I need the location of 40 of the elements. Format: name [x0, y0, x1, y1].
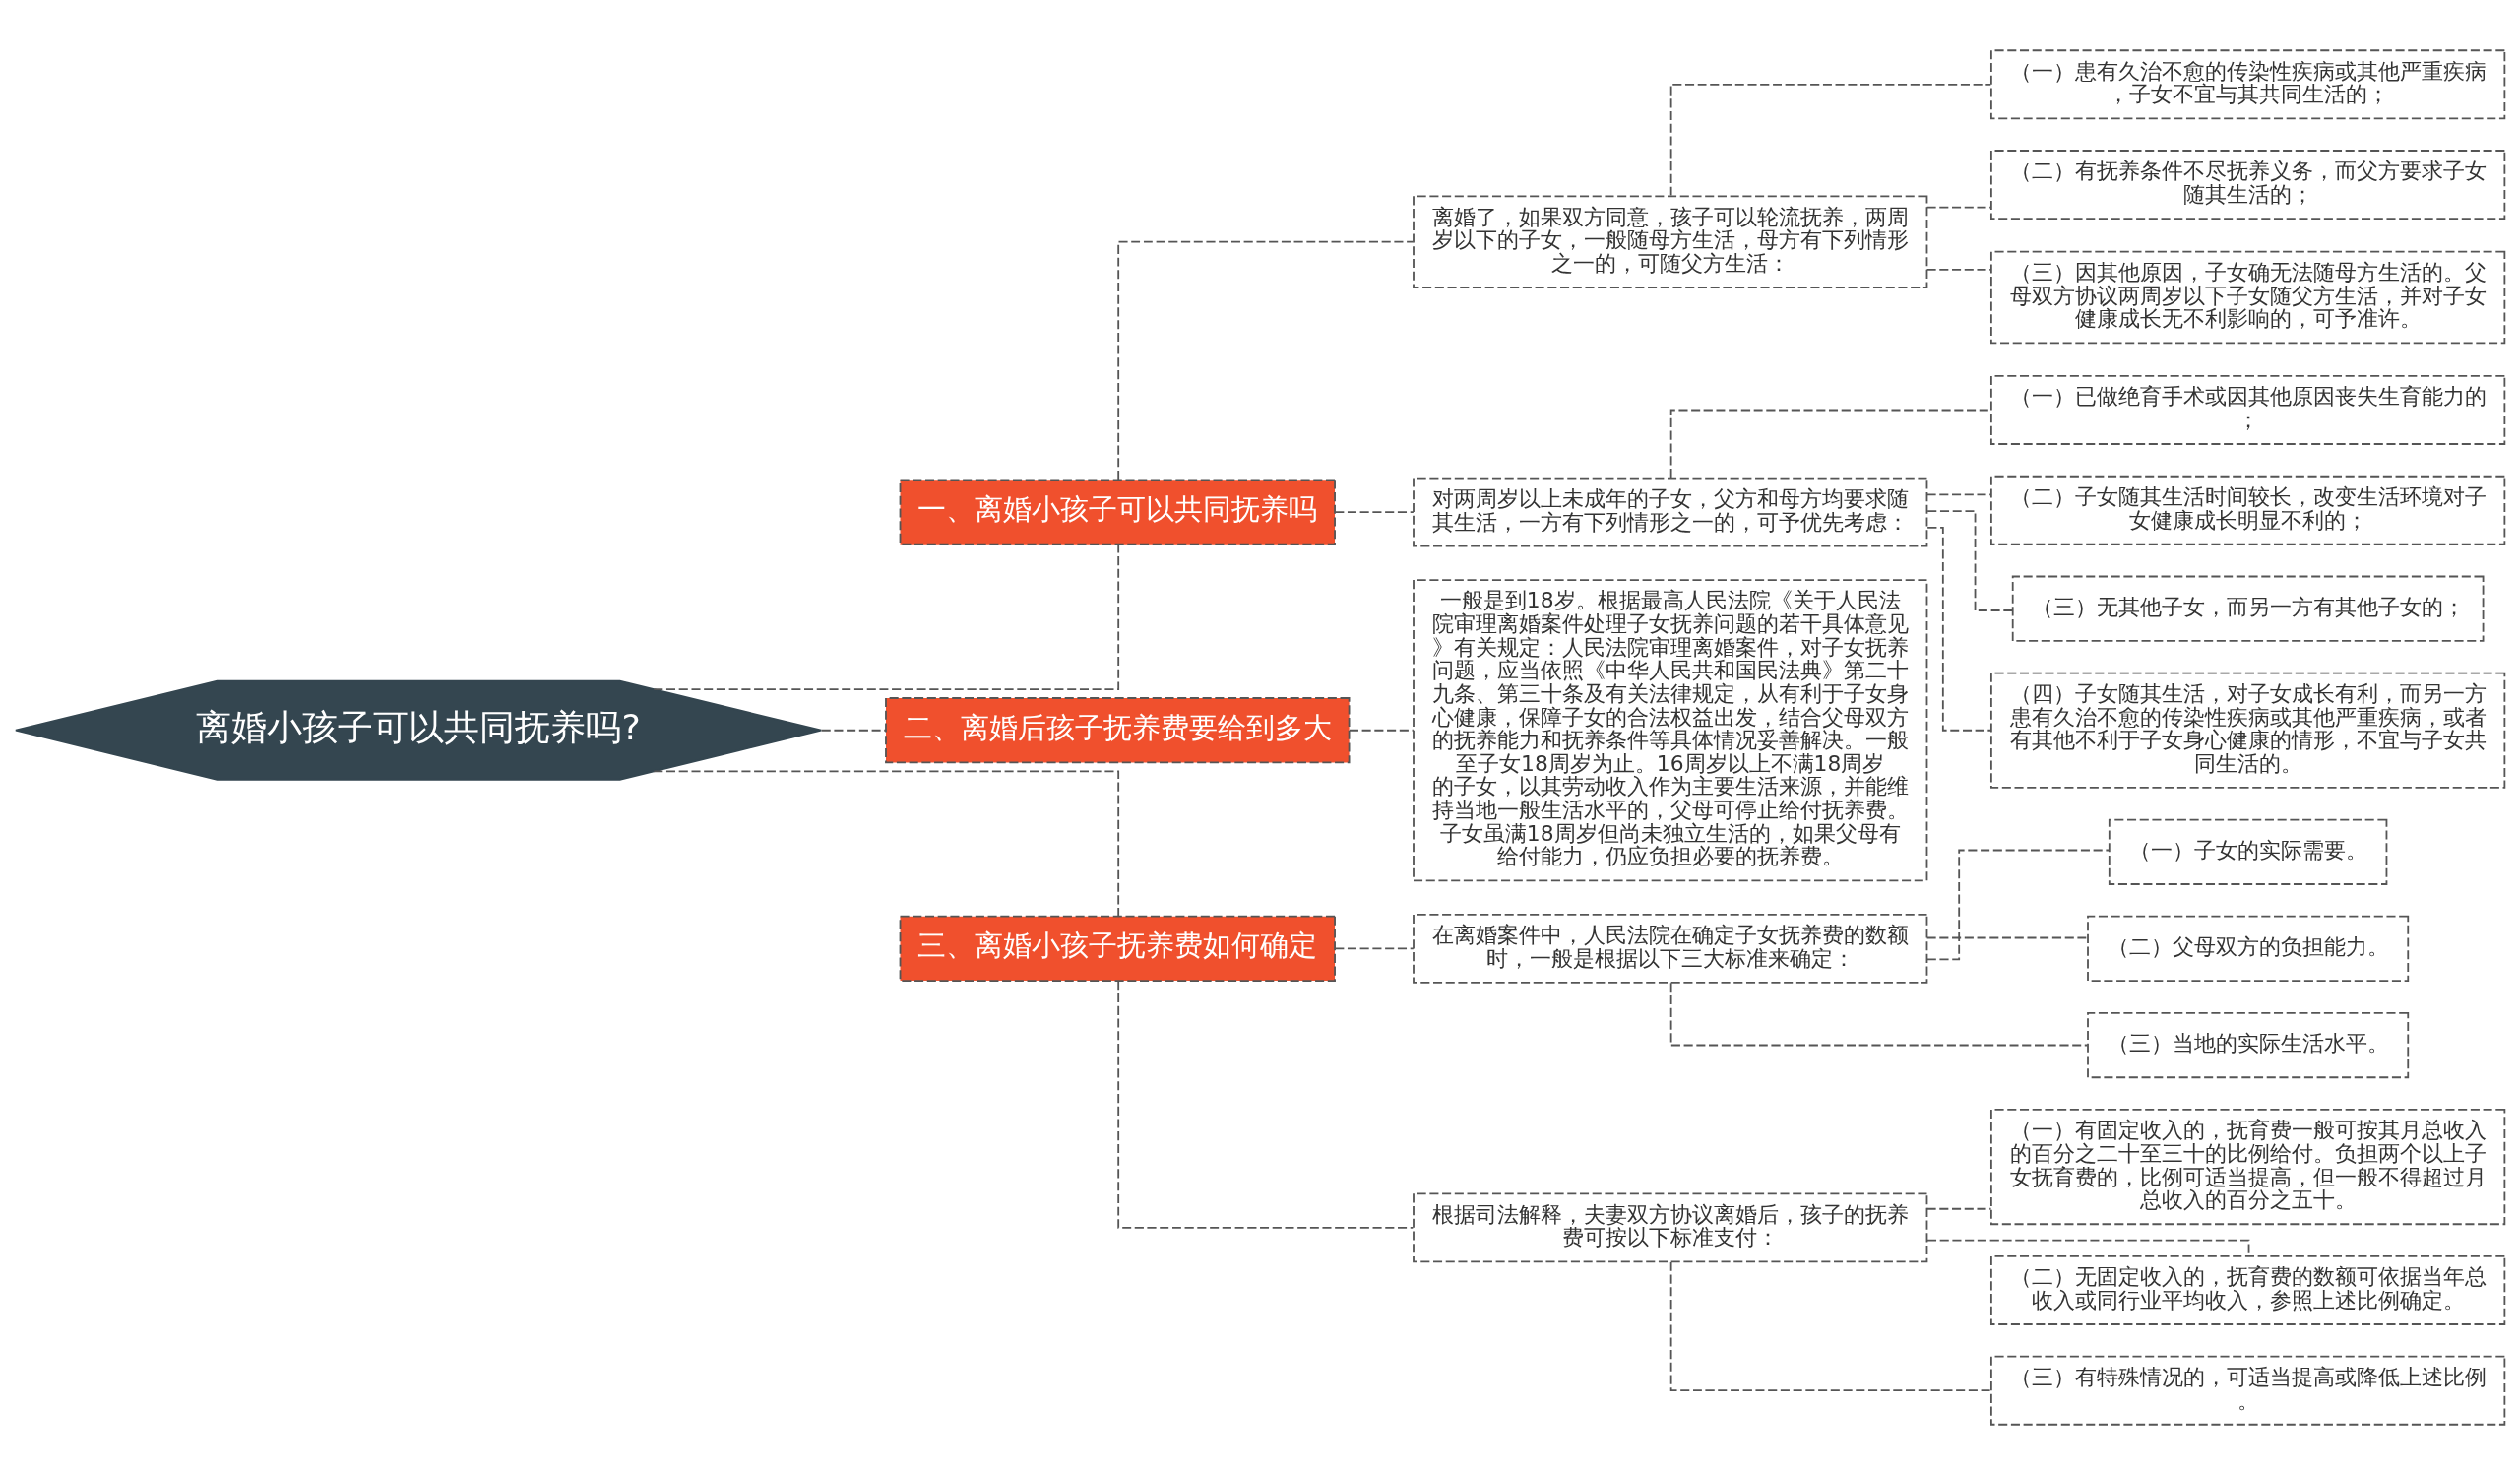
node-box: （三）有特殊情况的，可适当提高或降低上述比例。 — [1990, 1355, 2506, 1426]
connector — [1925, 268, 1992, 271]
node-box: （一）已做绝育手术或因其他原因丧失生育能力的； — [1990, 374, 2506, 445]
node-box: 一、离婚小孩子可以共同抚养吗 — [899, 478, 1336, 545]
node-box: （一）有固定收入的，抚育费一般可按其月总收入的百分之二十至三十的比例给付。负担两个以上子女抚育费的，比例可适当提高，但一般不得超过月总收入的百分之五十。 — [1990, 1108, 2506, 1225]
node-box: 对两周岁以上未成年的子女，父方和母方均要求随其生活，一方有下列情形之一的，可予优先考虑： — [1413, 477, 1928, 546]
connector — [1349, 729, 1415, 732]
node-box: （一）子女的实际需要。 — [2108, 818, 2388, 885]
connector — [1670, 1260, 1992, 1391]
node-box: （二）父母双方的负担能力。 — [2087, 915, 2410, 982]
connector — [653, 769, 1120, 917]
node-box: （二）有抚养条件不尽抚养义务，而父方要求子女随其生活的； — [1990, 149, 2506, 220]
node-box: （一）患有久治不愈的传染性疾病或其他严重疾病，子女不宜与其共同生活的； — [1990, 48, 2506, 119]
node-box: （四）子女随其生活，对子女成长有利，而另一方患有久治不愈的传染性疾病或其他严重疾病，或者有其他不利于子女身心健康的情形，不宜与子女共同生活的。 — [1990, 672, 2506, 789]
connector — [1117, 980, 1415, 1229]
node-box: 二、离婚后孩子抚养费要给到多大 — [885, 696, 1351, 763]
connector — [1670, 83, 1992, 196]
connector — [1925, 492, 1992, 495]
node-box: 在离婚案件中，人民法院在确定子女抚养费的数额时，一般是根据以下三大标准来确定： — [1413, 913, 1928, 984]
connector — [1925, 206, 1992, 209]
node-box: 离婚了，如果双方同意，孩子可以轮流抚养，两周岁以下的子女，一般随母方生活，母方有下列情形之一的，可随父方生活： — [1413, 194, 1928, 288]
connector — [1926, 526, 1992, 732]
node-box: 一般是到18岁。根据最高人民法院《关于人民法院审理离婚案件处理子女抚养问题的若干具体意见》有关规定：人民法院审理离婚案件，对子女抚养问题，应当依照《中华人民共和国民法典》第二十九条、第三十条及有关法律规定，从有利于子女身心健康，保障子女的合法权益出发，结合父母双方的抚养能力和抚养条件等具体情况妥善解决。一般至子女18周岁为止。16周岁以上不满18周岁的子女，以其劳动收入作为主要生活来源，并能维持当地一般生活水平的，父母可停止给付抚养费。子女虽满18周岁但尚未独立生活的，如果父母有给付能力，仍应负担必要的抚养费。 — [1413, 578, 1928, 881]
connector — [653, 543, 1120, 690]
node-box: 根据司法解释，夫妻双方协议离婚后，孩子的抚养费可按以下标准支付： — [1413, 1191, 1928, 1262]
connector — [1926, 509, 2014, 611]
connector — [1925, 936, 2089, 938]
connector — [1925, 1207, 1992, 1210]
connector — [1925, 849, 2110, 960]
node-box: （三）因其他原因，子女确无法随母方生活的。父母双方协议两周岁以下子女随父方生活，并对子女健康成长无不利影响的，可予准许。 — [1990, 250, 2506, 344]
node-box: （三）无其他子女，而另一方有其他子女的； — [2011, 575, 2485, 642]
node-box: （二）无固定收入的，抚育费的数额可依据当年总收入或同行业平均收入，参照上述比例确定。 — [1990, 1254, 2506, 1325]
connector — [1117, 240, 1415, 481]
connector — [1670, 981, 2089, 1046]
node-box: 三、离婚小孩子抚养费如何确定 — [899, 915, 1336, 982]
connector — [1334, 510, 1415, 513]
connector — [820, 729, 887, 732]
node-box: （三）当地的实际生活水平。 — [2087, 1011, 2410, 1078]
node-box: （二）子女随其生活时间较长，改变生活环境对子女健康成长明显不利的； — [1990, 475, 2506, 545]
connector — [1334, 947, 1415, 949]
